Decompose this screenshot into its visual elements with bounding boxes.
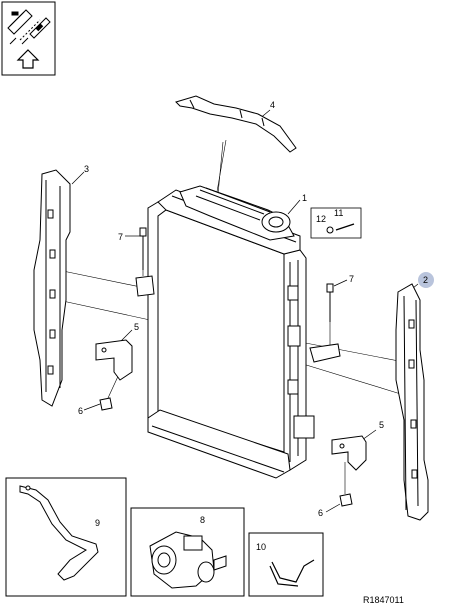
callout-2-highlight	[418, 272, 434, 288]
sensor-valve-part-8	[149, 531, 227, 589]
left-side-deflector	[33, 169, 71, 407]
callout-7-right: 7	[349, 274, 354, 284]
nut-left	[99, 397, 113, 411]
callout-labels: 1 2 3 4 5 5 6 6 7 7 8 9 10 11 12	[78, 100, 428, 552]
vehicle-orientation-icon	[7, 9, 51, 45]
bolt-washer-inset	[310, 207, 362, 239]
lower-mount-bracket-left	[95, 339, 133, 381]
callout-5-right: 5	[379, 420, 384, 430]
orientation-box	[1, 1, 56, 76]
retaining-bracket-part-9	[19, 485, 99, 581]
clip-part-10	[269, 559, 315, 587]
inset-box-8	[130, 507, 245, 597]
callout-11: 11	[334, 208, 343, 218]
bolt-left	[139, 227, 147, 270]
up-arrow-icon	[16, 49, 40, 69]
radiator-assembly	[135, 185, 315, 479]
nut-right	[339, 493, 353, 507]
figure-id: R1847011	[363, 595, 404, 605]
callout-6-right: 6	[318, 508, 323, 518]
inset-box-10	[248, 532, 324, 597]
inset-box-9	[5, 477, 127, 597]
lower-mount-bracket-right	[331, 435, 367, 471]
callout-8: 8	[200, 515, 205, 525]
top-seal-strip	[175, 95, 297, 153]
bolt-right	[326, 283, 334, 322]
callout-2: 2	[423, 275, 428, 285]
callout-12: 12	[316, 214, 326, 224]
callout-1: 1	[302, 193, 307, 203]
callout-5-left: 5	[134, 322, 139, 332]
callout-7-left: 7	[118, 232, 123, 242]
right-side-deflector	[395, 283, 429, 521]
callout-4: 4	[270, 100, 275, 110]
callout-9: 9	[95, 518, 100, 528]
callout-10: 10	[256, 542, 266, 552]
mid-mount-bracket	[309, 343, 341, 363]
callout-3: 3	[84, 164, 89, 174]
callout-6-left: 6	[78, 406, 83, 416]
